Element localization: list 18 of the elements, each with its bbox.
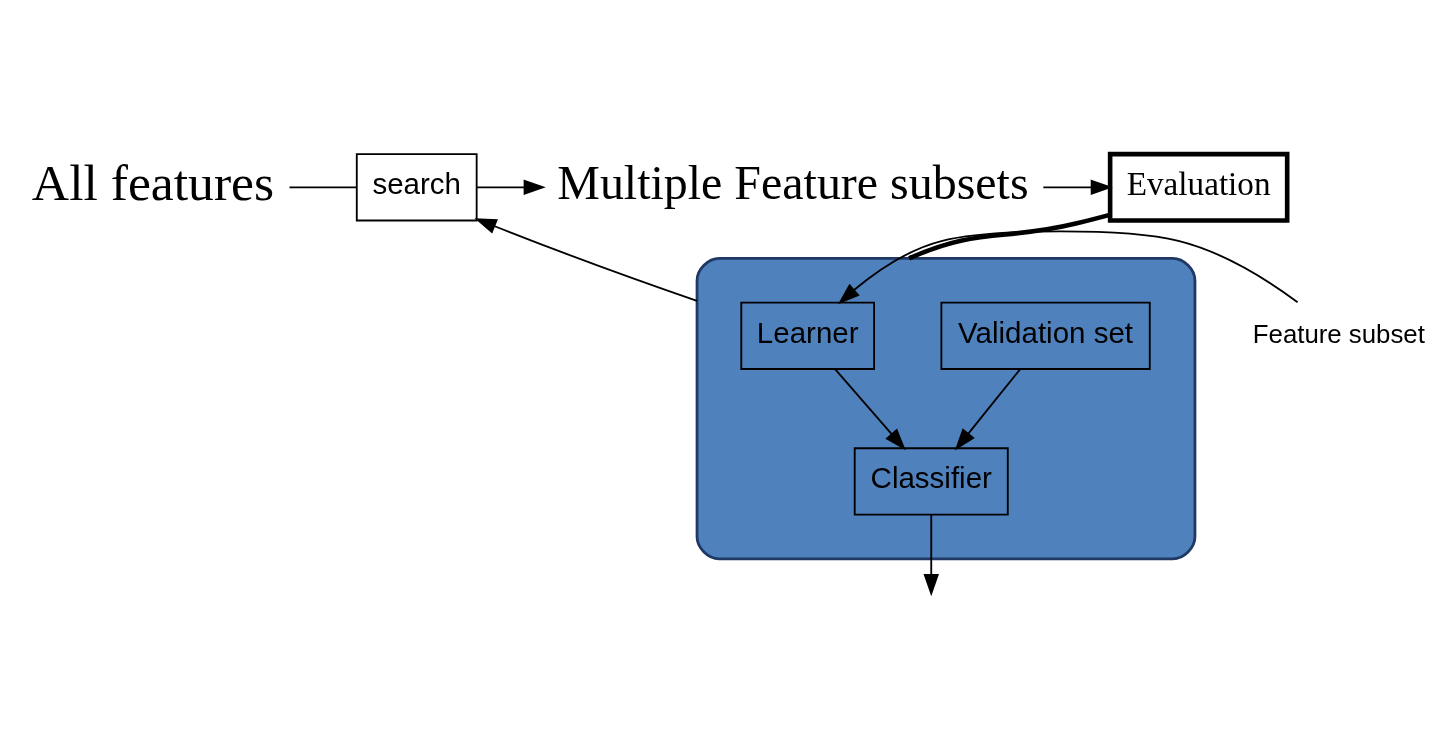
node-box: Evaluation bbox=[1107, 151, 1290, 223]
arrow bbox=[923, 513, 939, 596]
node-text: Multiple Feature subsets bbox=[557, 155, 1029, 209]
arrow bbox=[1042, 179, 1113, 195]
arrow bbox=[476, 179, 546, 195]
arrow bbox=[834, 367, 906, 450]
node-box: search bbox=[355, 152, 478, 221]
node-box: Learner bbox=[740, 301, 875, 370]
connector bbox=[908, 212, 1111, 260]
cluster bbox=[695, 256, 1197, 560]
arrow bbox=[954, 367, 1022, 450]
node-text: All features bbox=[31, 153, 275, 211]
arrow bbox=[837, 229, 1299, 304]
node-box: Validation set bbox=[940, 301, 1151, 370]
arrow bbox=[474, 217, 698, 302]
node-box: Classifier bbox=[853, 446, 1009, 516]
node-text: Feature subset bbox=[1252, 319, 1425, 348]
connector bbox=[288, 185, 358, 188]
